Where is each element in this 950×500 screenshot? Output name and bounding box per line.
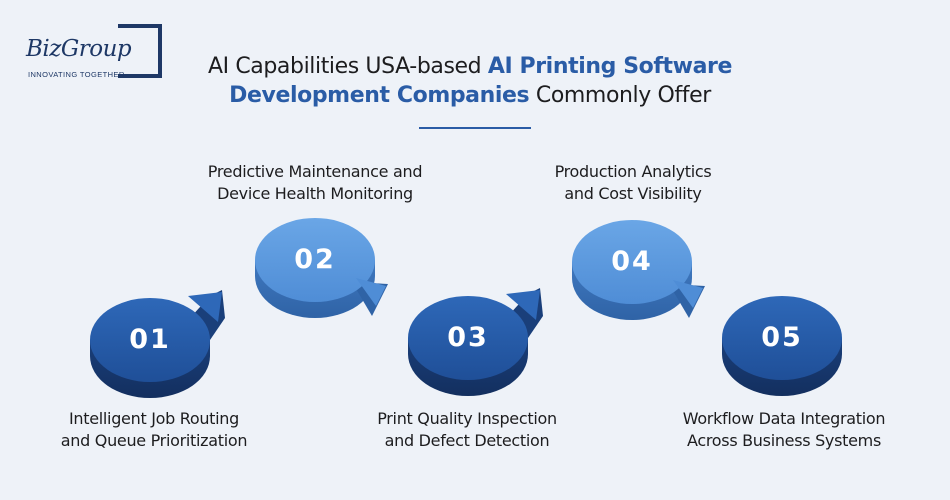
step-number-01: 01: [129, 324, 171, 355]
title-highlight: AI Printing Software Development Compani…: [229, 54, 732, 108]
logo-frame: [118, 24, 162, 78]
bizgroup-logo: BizGroup INNOVATING TOGETHER: [24, 24, 164, 86]
step-number-04: 04: [611, 246, 653, 277]
step-label-04: Production Analytics and Cost Visibility: [503, 161, 763, 205]
step-label-05-line2: Across Business Systems: [687, 431, 881, 450]
logo-tagline: INNOVATING TOGETHER: [28, 70, 125, 79]
step-disc-01: 01: [90, 290, 225, 398]
step-disc-03: 03: [408, 288, 543, 396]
step-disc-04: 04: [572, 220, 705, 320]
step-label-01-line1: Intelligent Job Routing: [68, 409, 239, 428]
title-part-2: Commonly Offer: [529, 83, 711, 108]
step-number-03: 03: [447, 322, 489, 353]
title-part-1: AI Capabilities USA-based: [207, 54, 488, 79]
step-label-02-line2: Device Health Monitoring: [217, 184, 413, 203]
step-label-04-line1: Production Analytics: [554, 162, 712, 181]
step-label-01: Intelligent Job Routing and Queue Priori…: [24, 408, 284, 452]
step-disc-05: 05: [722, 296, 842, 396]
step-label-04-line2: and Cost Visibility: [564, 184, 702, 203]
step-number-02: 02: [294, 244, 336, 275]
step-label-01-line2: and Queue Prioritization: [60, 431, 248, 450]
step-disc-02: 02: [255, 218, 388, 318]
step-label-05: Workflow Data Integration Across Busines…: [654, 408, 914, 452]
step-number-05: 05: [761, 322, 803, 353]
logo-wordmark: BizGroup: [26, 36, 132, 62]
step-label-05-line1: Workflow Data Integration: [682, 409, 886, 428]
step-label-03: Print Quality Inspection and Defect Dete…: [337, 408, 597, 452]
step-label-02: Predictive Maintenance and Device Health…: [185, 161, 445, 205]
page-title: AI Capabilities USA-based AI Printing So…: [170, 52, 770, 110]
title-underline: [419, 127, 531, 129]
step-label-03-line1: Print Quality Inspection: [377, 409, 557, 428]
step-label-03-line2: and Defect Detection: [384, 431, 550, 450]
step-label-02-line1: Predictive Maintenance and: [207, 162, 423, 181]
